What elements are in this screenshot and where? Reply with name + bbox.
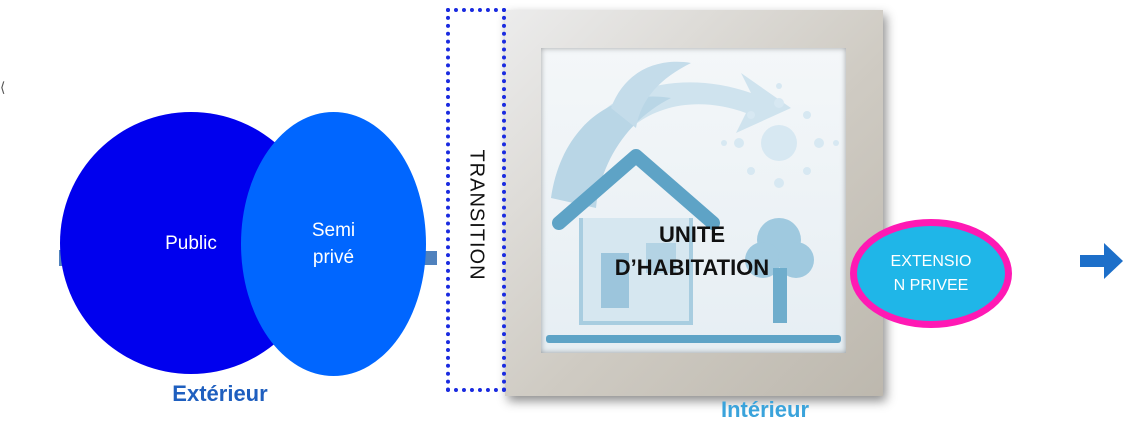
- extension-privee-label: EXTENSIO N PRIVEE: [890, 252, 972, 294]
- corner-mark: ⟨: [0, 79, 6, 95]
- extension-privee-ellipse: EXTENSIO N PRIVEE: [850, 219, 1012, 328]
- transition-label: TRANSITION: [465, 149, 488, 281]
- interieur-label: Intérieur: [720, 397, 810, 422]
- transition-zone: [446, 8, 506, 392]
- public-label: Public: [165, 232, 217, 254]
- semi-prive-ellipse: Semi privé: [241, 112, 426, 376]
- connector-middle: [423, 251, 437, 265]
- unite-habitation-label: UNITE D’HABITATION: [614, 222, 770, 280]
- eco-house-icon: [541, 48, 846, 353]
- exterieur-label: Extérieur: [172, 381, 268, 406]
- semi-prive-label: Semi privé: [311, 220, 356, 268]
- arrow-right-icon: [1080, 243, 1123, 279]
- habitation-frame: [505, 10, 883, 396]
